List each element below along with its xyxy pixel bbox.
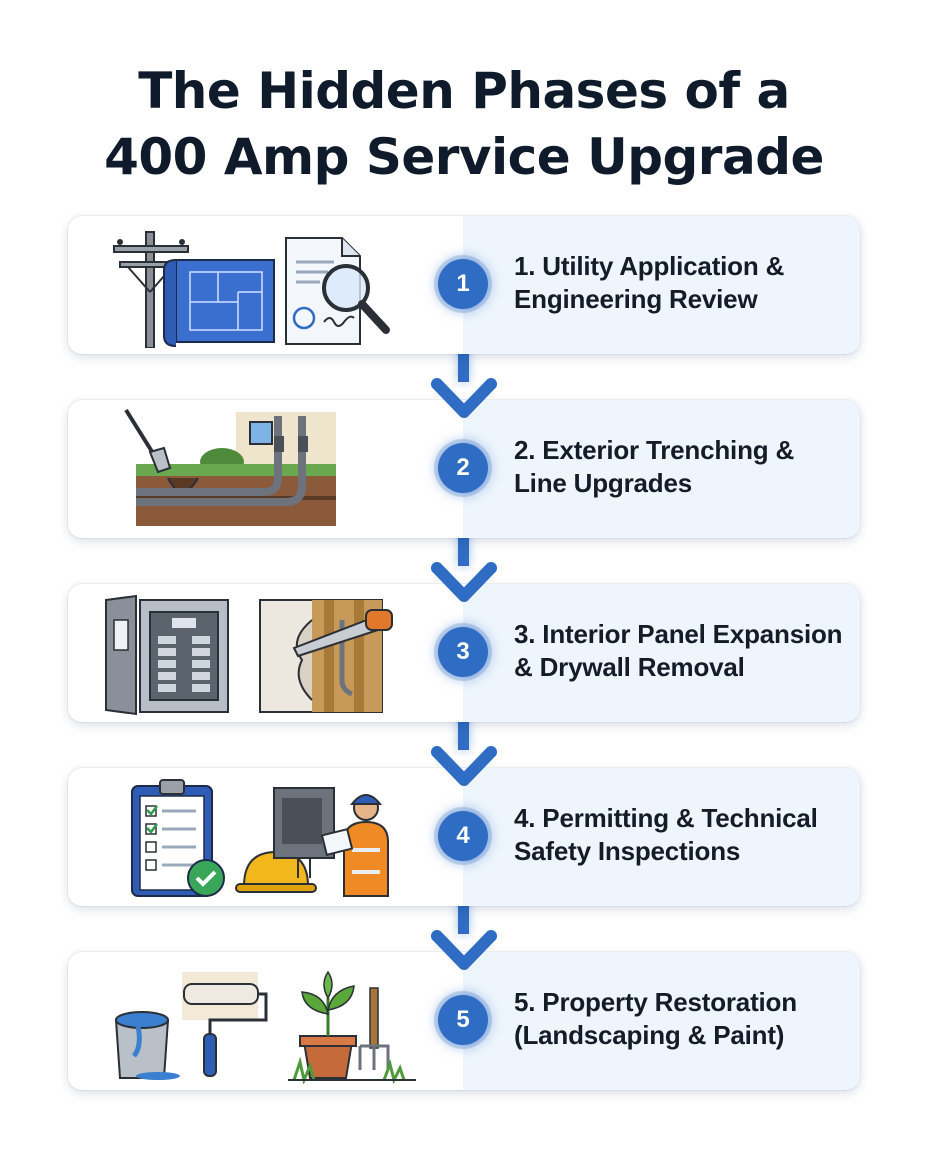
down-arrow-2-icon <box>431 562 497 602</box>
step-1-label: 1. Utility Application & Engineering Rev… <box>514 251 785 314</box>
step-5-label: 5. Property Restoration (Landscaping & P… <box>514 987 797 1050</box>
electrical-panel-icon <box>105 594 229 716</box>
document-magnifier-icon <box>285 237 390 345</box>
down-arrow-4-icon <box>431 930 497 970</box>
step-2-label: 2. Exterior Trenching & Line Upgrades <box>514 435 795 498</box>
step-1-badge: 1 <box>438 259 488 309</box>
step-5-illustration <box>114 970 416 1084</box>
step-card-2: 2. Exterior Trenching & Line Upgrades <box>68 400 860 538</box>
down-arrow-3-icon <box>431 746 497 786</box>
step-3-badge: 3 <box>438 627 488 677</box>
inspector-icon <box>273 787 389 897</box>
step-card-1: 1. Utility Application & Engineering Rev… <box>68 216 860 354</box>
paint-can-roller-icon <box>114 972 268 1080</box>
trench-conduit-icon <box>124 408 336 526</box>
step-1-illustration <box>113 231 390 348</box>
step-3-illustration <box>105 594 393 716</box>
plant-pot-tools-icon <box>288 970 416 1084</box>
blueprint-icon <box>163 259 275 347</box>
title-line-2: 400 Amp Service Upgrade <box>104 128 824 186</box>
drywall-saw-icon <box>259 599 393 713</box>
checklist-clipboard-icon <box>131 779 225 897</box>
hard-hat-icon <box>235 850 317 893</box>
step-4-label: 4. Permitting & Technical Safety Inspect… <box>514 803 818 866</box>
step-card-4: 4. Permitting & Technical Safety Inspect… <box>68 768 860 906</box>
step-4-illustration <box>131 779 389 897</box>
step-2-illustration <box>124 408 336 526</box>
down-arrow-1-icon <box>431 378 497 418</box>
title-line-1: The Hidden Phases of a <box>138 62 790 120</box>
step-3-label: 3. Interior Panel Expansion & Drywall Re… <box>514 619 843 682</box>
step-5-badge: 5 <box>438 995 488 1045</box>
step-2-badge: 2 <box>438 443 488 493</box>
step-4-badge: 4 <box>438 811 488 861</box>
page-title: The Hidden Phases of a 400 Amp Service U… <box>0 58 928 190</box>
step-card-5: 5. Property Restoration (Landscaping & P… <box>68 952 860 1090</box>
step-card-3: 3. Interior Panel Expansion & Drywall Re… <box>68 584 860 722</box>
